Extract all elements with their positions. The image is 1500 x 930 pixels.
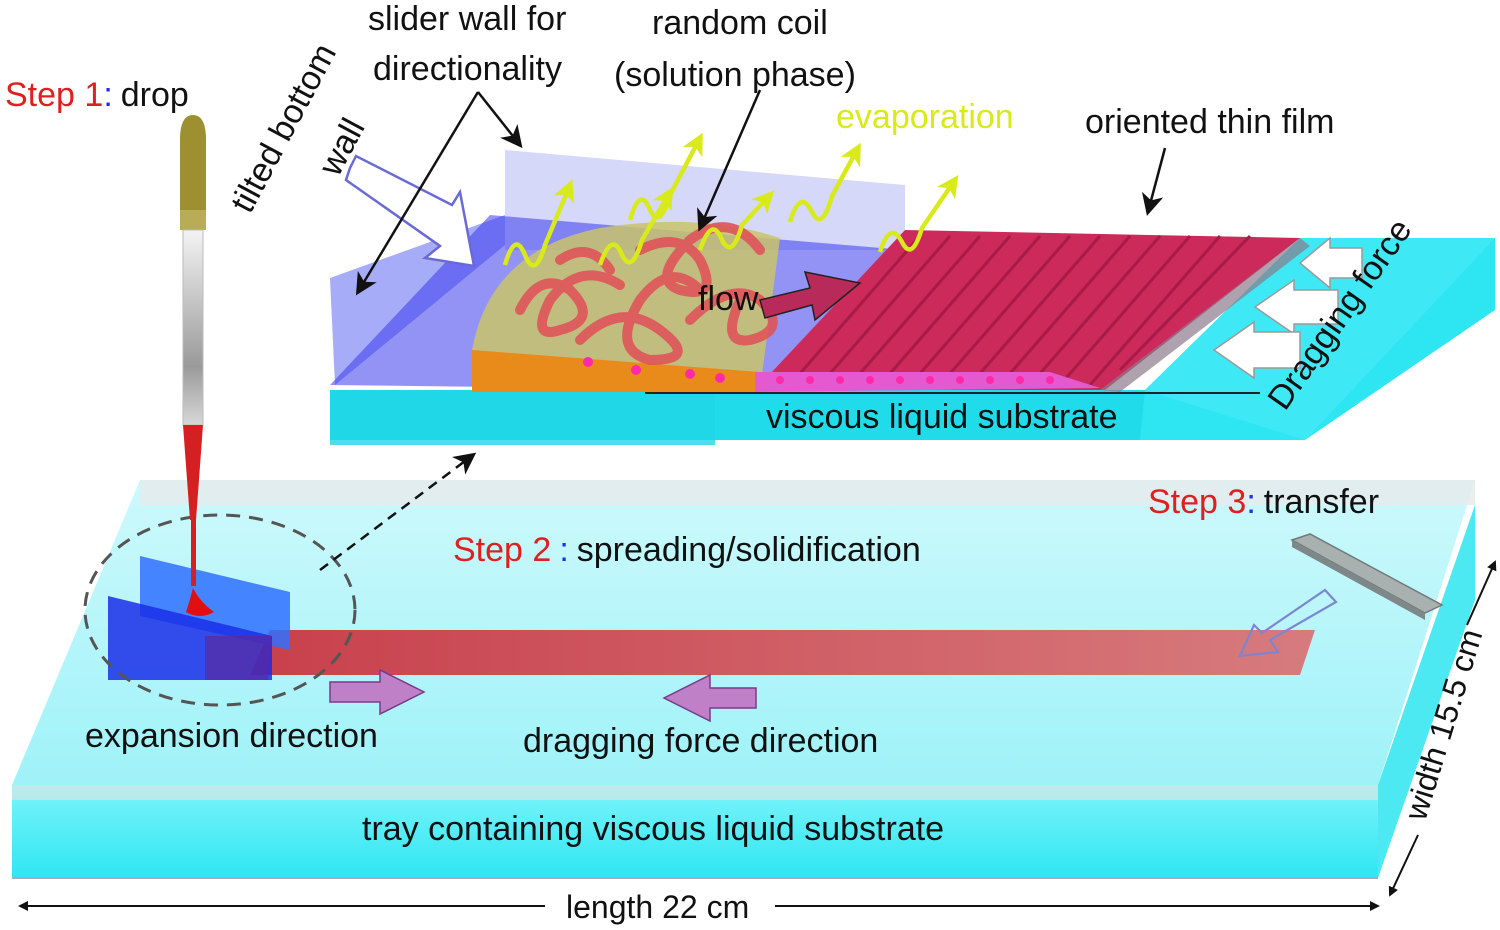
film-pointer [1141, 147, 1167, 216]
zoom-pointer [319, 452, 477, 571]
tray-front-face [12, 785, 1378, 878]
viscous-substrate-label: viscous liquid substrate [766, 398, 1118, 436]
step1-label: Step 1:drop [5, 76, 189, 114]
tray-rim [140, 480, 1475, 505]
zoom-circle [83, 513, 357, 707]
flow-label: flow [698, 280, 759, 318]
random-coil-label-line2: (solution phase) [614, 56, 856, 94]
transfer-plate-edge [1292, 540, 1425, 620]
tray-label: tray containing viscous liquid substrate [362, 810, 944, 848]
tray-slider-walls [108, 556, 290, 680]
expansion-arrow [329, 668, 426, 716]
oriented-film-label: oriented thin film [1085, 103, 1334, 141]
evaporation-arrows [502, 132, 959, 268]
coil-pointer [697, 89, 762, 232]
tray-front-rim [12, 785, 1378, 800]
tilted-wall-label-line1: tilted bottom [224, 37, 345, 218]
film-stripes [788, 234, 1252, 386]
slider-wall-label-line2: directionality [373, 50, 562, 88]
dragging-direction-label: dragging force direction [523, 722, 878, 760]
expansion-direction-label: expansion direction [85, 717, 378, 755]
dropper [180, 115, 214, 616]
inset-substrate-right [1145, 238, 1495, 440]
flow-arrow [759, 271, 862, 322]
width-line-top [1466, 560, 1497, 626]
tray-right-face [1378, 505, 1475, 878]
slider-wall-label-line1: slider wall for [368, 0, 566, 38]
transfer-arrow [1238, 588, 1338, 658]
length-label: length 22 cm [566, 889, 749, 925]
film-strip [250, 630, 1315, 675]
inset [330, 89, 1495, 445]
step3-label: Step 3:transfer [1148, 483, 1379, 521]
step2-label: Step 2:spreading/solidification [453, 531, 921, 569]
dragging-direction-arrow [662, 673, 757, 723]
random-coil-label-line1: random coil [652, 4, 828, 42]
dragging-force-arrows [1212, 236, 1363, 380]
slider-pointer-2 [477, 91, 523, 149]
orange-layer [472, 350, 760, 392]
evaporation-label: evaporation [836, 98, 1014, 136]
width-line-bottom [1388, 834, 1419, 897]
slider-pointer-1 [355, 91, 480, 296]
pink-dots [583, 357, 1054, 384]
tilted-wall-arrow [344, 154, 476, 268]
